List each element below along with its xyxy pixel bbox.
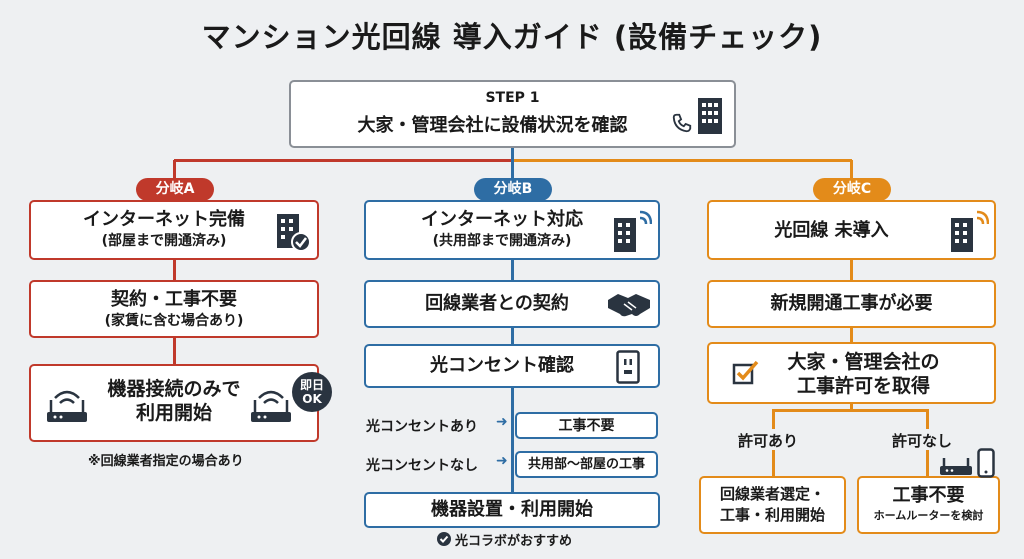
badge-line2: OK [302,392,322,406]
building-wifi-icon [951,210,989,252]
step1-text: 大家・管理会社に設備状況を確認 [357,115,628,136]
connector-b-down [511,148,514,200]
branch-a-box2-sub: (家賃に含む場合あり) [104,313,244,329]
connector-c-1 [850,260,853,280]
check-circle-icon [437,532,451,546]
connector-c-right [926,409,929,429]
handshake-icon [608,294,650,317]
building-wifi-icon [614,210,652,252]
branch-a-box2: 契約・工事不要 (家賃に含む場合あり) [29,280,319,338]
building-check-icon [277,214,311,252]
branch-c-yes-line1: 回線業者選定・ [719,485,825,503]
building-icon [698,98,722,134]
branch-c-box3-line2: 工事許可を取得 [796,375,930,397]
result-no: 共用部〜部屋の工事 [527,457,645,472]
branch-a-box2-main: 契約・工事不要 [111,289,237,310]
branch-c-box3: 大家・管理会社の 工事許可を取得 [707,342,996,404]
branch-b-box1: インターネット対応 (共用部まで開通済み) [364,200,660,260]
connector-c-left [772,409,775,429]
step1-label: STEP 1 [485,90,540,106]
router-icon [47,390,87,422]
branch-a-box1-main: インターネット完備 [83,209,245,230]
same-day-badge: 即日 OK [292,372,332,412]
page-title: マンション光回線 導入ガイド (設備チェック) [201,20,823,54]
router-icon [940,458,972,475]
arrow-yes: ➜ [496,414,508,430]
branch-a-note: ※回線業者指定の場合あり [88,454,244,469]
connector-a-1 [173,260,176,280]
branch-c-yes-box: 回線業者選定・ 工事・利用開始 [699,476,846,534]
connector-c-3 [850,404,853,410]
branch-c-no-box: 工事不要 ホームルーターを検討 [857,476,1000,534]
branch-b-box3: 光コンセント確認 [364,344,660,388]
connector-c-2 [850,328,853,342]
result-no-box: 共用部〜部屋の工事 [515,451,658,478]
connector-b-3 [511,388,514,492]
cond-yes: 光コンセントあり [366,419,478,435]
branch-b-note: 光コラボがおすすめ [455,534,573,549]
connector-a-2 [173,338,176,364]
branch-a-box3: 機器接続のみで 利用開始 [29,364,319,442]
permit-yes: 許可あり [738,432,799,450]
connector-c-split [772,409,928,412]
branch-b-box4: 機器設置・利用開始 [364,492,660,528]
branch-c-no-main: 工事不要 [892,485,965,506]
branch-b-box2: 回線業者との契約 [364,280,660,328]
connector-c-left2 [772,450,775,476]
checkbox-icon [732,360,759,385]
connector-branch-a-h [174,159,513,162]
phone-icon [672,113,692,133]
connector-c-right2 [926,450,929,476]
connector-branch-c-h [513,159,852,162]
branch-b-box3-text: 光コンセント確認 [430,355,574,376]
branch-b-box2-text: 回線業者との契約 [425,293,569,314]
branch-b-box1-sub: (共用部まで開通済み) [432,233,572,249]
branch-c-no-sub: ホームルーターを検討 [873,509,984,522]
branch-a-box3-line2: 利用開始 [135,402,212,424]
router-icon [251,390,291,422]
connector-b-2 [511,328,514,344]
smartphone-icon [977,448,995,478]
branch-a-box3-line1: 機器接続のみで [107,378,241,400]
branch-c-yes-line2: 工事・利用開始 [719,506,825,524]
badge-line1: 即日 [299,378,324,392]
branch-b-tag: 分岐B [474,178,552,201]
result-yes: 工事不要 [558,418,615,434]
result-yes-box: 工事不要 [515,412,658,439]
branch-c-tag: 分岐C [813,178,891,201]
branch-c-box2-text: 新規開通工事が必要 [770,293,933,314]
connector-b-1 [511,260,514,280]
branch-b-box4-text: 機器設置・利用開始 [431,499,593,520]
cond-no: 光コンセントなし [366,458,478,474]
permit-no: 許可なし [892,432,953,450]
branch-c-box3-line1: 大家・管理会社の [787,351,940,373]
arrow-no: ➜ [496,453,508,469]
branch-a-box1: インターネット完備 (部屋まで開通済み) [29,200,319,260]
branch-b-box1-main: インターネット対応 [421,209,583,230]
branch-c-box2: 新規開通工事が必要 [707,280,996,328]
branch-a-tag: 分岐A [136,178,214,201]
branch-c-box1-text: 光回線 未導入 [774,220,889,241]
branch-c-box1: 光回線 未導入 [707,200,996,260]
step1-box: STEP 1 大家・管理会社に設備状況を確認 [289,80,736,148]
outlet-icon [616,350,640,384]
branch-a-box1-sub: (部屋まで開通済み) [101,233,227,249]
